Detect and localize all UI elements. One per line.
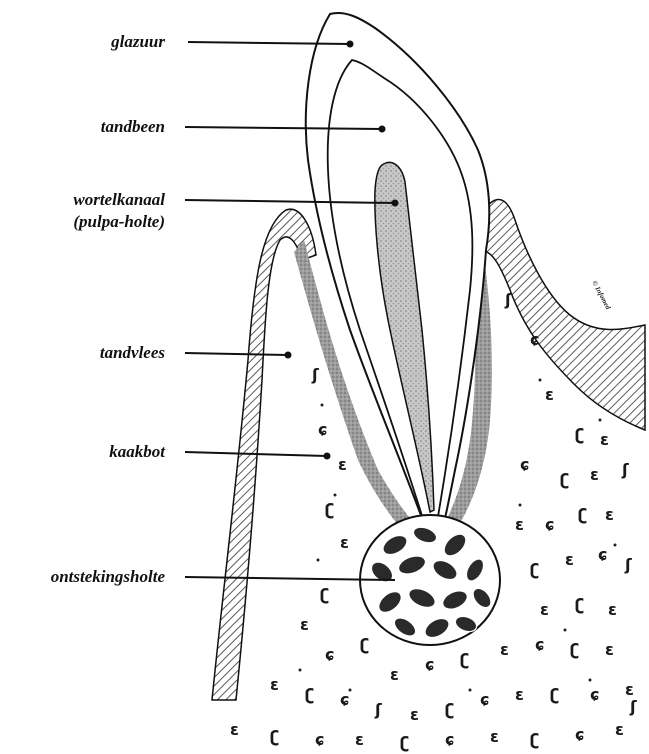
svg-text:ʗ: ʗ: [460, 650, 469, 669]
label-tandbeen: tandbeen: [101, 117, 165, 136]
svg-text:ɕ: ɕ: [545, 515, 554, 534]
label-wortelkanaal-line1: wortelkanaal: [73, 190, 165, 209]
svg-text:ʗ: ʗ: [550, 685, 559, 704]
svg-text:ɛ: ɛ: [615, 720, 624, 739]
svg-text:ɛ: ɛ: [605, 505, 614, 524]
svg-text:ɕ: ɕ: [520, 455, 529, 474]
svg-text:ɛ: ɛ: [340, 533, 349, 552]
svg-text:ʃ: ʃ: [374, 700, 382, 719]
svg-text:ɛ: ɛ: [565, 550, 574, 569]
label-glazuur: glazuur: [110, 32, 165, 51]
svg-text:ɛ: ɛ: [355, 730, 364, 749]
svg-text:ɕ: ɕ: [445, 730, 454, 749]
svg-text:ʃ: ʃ: [624, 555, 632, 574]
copyright-mark: © Infomed: [590, 279, 612, 311]
svg-text:ɛ: ɛ: [390, 665, 399, 684]
label-wortelkanaal-line2: (pulpa-holte): [73, 212, 165, 231]
leader-tandvlees: [185, 353, 288, 355]
gum-right: [478, 200, 645, 430]
label-ontstekingsholte: ontstekingsholte: [51, 567, 166, 586]
svg-text:ɕ: ɕ: [325, 645, 334, 664]
svg-text:ɛ: ɛ: [515, 515, 524, 534]
svg-text:ʃ: ʃ: [504, 290, 512, 309]
svg-text:ɛ: ɛ: [410, 705, 419, 724]
svg-text:ɛ: ɛ: [500, 640, 509, 659]
svg-text:ɕ: ɕ: [315, 730, 324, 749]
svg-text:ɛ: ɛ: [338, 455, 347, 474]
svg-text:ʗ: ʗ: [305, 685, 314, 704]
svg-text:ɛ: ɛ: [230, 720, 239, 739]
svg-text:ɕ: ɕ: [535, 635, 544, 654]
svg-text:ʗ: ʗ: [360, 635, 369, 654]
svg-text:ɛ: ɛ: [490, 727, 499, 746]
svg-text:ʗ: ʗ: [575, 595, 584, 614]
svg-text:ʗ: ʗ: [445, 700, 454, 719]
label-tandvlees: tandvlees: [100, 343, 166, 362]
svg-text:ʗ: ʗ: [575, 425, 584, 444]
svg-text:ʃ: ʃ: [621, 460, 629, 479]
svg-text:ɛ: ɛ: [300, 615, 309, 634]
svg-text:ʗ: ʗ: [578, 505, 587, 524]
svg-text:ɕ: ɕ: [598, 545, 607, 564]
svg-text:ɕ: ɕ: [575, 725, 584, 744]
svg-text:ɛ: ɛ: [270, 675, 279, 694]
svg-text:ʗ: ʗ: [270, 727, 279, 746]
svg-text:ɛ: ɛ: [540, 600, 549, 619]
svg-text:ɕ: ɕ: [318, 420, 327, 439]
svg-text:ɕ: ɕ: [340, 690, 349, 709]
svg-text:ɕ: ɕ: [480, 690, 489, 709]
svg-text:ɛ: ɛ: [545, 385, 554, 404]
svg-text:ɕ: ɕ: [530, 330, 539, 349]
svg-text:ʗ: ʗ: [325, 500, 334, 519]
svg-text:ɛ: ɛ: [608, 600, 617, 619]
svg-text:ɛ: ɛ: [600, 430, 609, 449]
svg-text:ɕ: ɕ: [590, 685, 599, 704]
svg-text:ɕ: ɕ: [425, 655, 434, 674]
svg-text:ʗ: ʗ: [570, 640, 579, 659]
svg-text:ʗ: ʗ: [400, 733, 409, 752]
svg-text:ʃ: ʃ: [311, 365, 319, 384]
svg-text:ʗ: ʗ: [530, 560, 539, 579]
label-kaakbot: kaakbot: [109, 442, 166, 461]
svg-text:ʗ: ʗ: [560, 470, 569, 489]
svg-text:ɛ: ɛ: [605, 640, 614, 659]
svg-text:ʗ: ʗ: [530, 730, 539, 749]
svg-text:ɛ: ɛ: [590, 465, 599, 484]
svg-text:ʗ: ʗ: [320, 585, 329, 604]
svg-text:ʃ: ʃ: [629, 697, 637, 716]
svg-text:ɛ: ɛ: [515, 685, 524, 704]
